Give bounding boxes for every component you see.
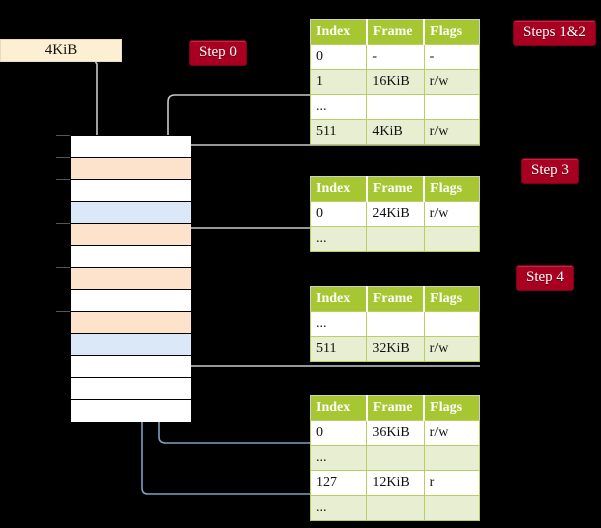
table-row: 0 24KiB r/w bbox=[309, 201, 481, 227]
col-frame: Frame bbox=[366, 19, 426, 45]
memory-frame-0 bbox=[71, 136, 191, 158]
table-row: ... bbox=[309, 445, 481, 471]
cell-frame: 32KiB bbox=[366, 336, 425, 362]
memory-tick-2 bbox=[56, 179, 70, 180]
col-flags: Flags bbox=[424, 19, 480, 45]
cell-flags bbox=[423, 445, 481, 471]
table-row-highlighted: 511 4KiB r/w bbox=[309, 119, 481, 145]
memory-tick-8 bbox=[56, 311, 70, 312]
cell-frame: 36KiB bbox=[366, 420, 425, 446]
cell-flags: r/w bbox=[423, 69, 481, 95]
memory-tick-4 bbox=[56, 223, 70, 224]
col-index: Index bbox=[310, 286, 368, 312]
badge-step-0: Step 0 bbox=[189, 40, 247, 66]
cell-index: ... bbox=[309, 94, 368, 120]
memory-frame-10 bbox=[71, 356, 191, 378]
cell-frame: - bbox=[366, 44, 425, 70]
cell-flags: r/w bbox=[423, 119, 481, 145]
cell-index: 511 bbox=[309, 336, 368, 362]
memory-frame-4 bbox=[71, 224, 191, 246]
table-header-row: Index Frame Flags bbox=[310, 286, 480, 312]
cell-index: 1 bbox=[309, 69, 368, 95]
table-header-row: Index Frame Flags bbox=[310, 395, 480, 421]
cell-index: ... bbox=[309, 445, 368, 471]
cell-flags bbox=[423, 226, 481, 252]
badge-step-4: Step 4 bbox=[516, 265, 574, 291]
page-table-level-1: Index Frame Flags 0 - - 1 16KiB r/w ... bbox=[309, 19, 481, 145]
memory-tick-0 bbox=[56, 135, 70, 136]
memory-frame-8 bbox=[71, 312, 191, 334]
table-row: ... bbox=[309, 94, 481, 120]
cell-frame: 24KiB bbox=[366, 201, 425, 227]
memory-frame-2 bbox=[71, 180, 191, 202]
cell-frame bbox=[366, 445, 425, 471]
cell-flags: - bbox=[423, 44, 481, 70]
memory-frame-9 bbox=[71, 334, 191, 356]
cell-index: 0 bbox=[309, 201, 368, 227]
table-row: ... bbox=[309, 495, 481, 521]
cell-index: 127 bbox=[309, 470, 368, 496]
cell-flags: r/w bbox=[423, 420, 481, 446]
col-flags: Flags bbox=[424, 286, 480, 312]
memory-frame-3 bbox=[71, 202, 191, 224]
cell-frame: 16KiB bbox=[366, 69, 425, 95]
cell-frame: 4KiB bbox=[366, 119, 425, 145]
col-frame: Frame bbox=[366, 286, 426, 312]
table-row: 127 12KiB r bbox=[309, 470, 481, 496]
memory-tick-1 bbox=[56, 157, 70, 158]
cell-index: 0 bbox=[309, 44, 368, 70]
cell-index: ... bbox=[309, 495, 368, 521]
memory-frame-11 bbox=[71, 378, 191, 400]
col-flags: Flags bbox=[424, 395, 480, 421]
memory-frame-7 bbox=[71, 290, 191, 312]
cell-frame: 12KiB bbox=[366, 470, 425, 496]
cell-index: ... bbox=[309, 226, 368, 252]
col-index: Index bbox=[310, 395, 368, 421]
cell-index: 0 bbox=[309, 420, 368, 446]
table-row: 511 32KiB r/w bbox=[309, 336, 481, 362]
badge-step-3: Step 3 bbox=[521, 158, 579, 184]
cell-frame bbox=[366, 495, 425, 521]
memory-frame-1 bbox=[71, 158, 191, 180]
col-frame: Frame bbox=[366, 395, 426, 421]
table-header-row: Index Frame Flags bbox=[310, 19, 480, 45]
badge-steps-1-2: Steps 1&2 bbox=[513, 20, 596, 46]
cell-flags bbox=[423, 311, 481, 337]
table-row: ... bbox=[309, 226, 481, 252]
source-frame-box: 4KiB bbox=[0, 39, 122, 62]
table-row: 0 - - bbox=[309, 44, 481, 70]
page-table-level-2: Index Frame Flags 0 24KiB r/w ... bbox=[309, 176, 481, 252]
memory-frame-6 bbox=[71, 268, 191, 290]
table-row: 1 16KiB r/w bbox=[309, 69, 481, 95]
page-table-level-4: Index Frame Flags 0 36KiB r/w ... 127 12… bbox=[309, 395, 481, 521]
cell-flags bbox=[423, 495, 481, 521]
col-frame: Frame bbox=[366, 176, 426, 202]
cell-frame bbox=[366, 311, 425, 337]
table-header-row: Index Frame Flags bbox=[310, 176, 480, 202]
col-index: Index bbox=[310, 19, 368, 45]
memory-frame-5 bbox=[71, 246, 191, 268]
cell-index: 511 bbox=[309, 119, 368, 145]
cell-frame bbox=[366, 226, 425, 252]
page-table-level-3: Index Frame Flags ... 511 32KiB r/w bbox=[309, 286, 481, 362]
table-row: ... bbox=[309, 311, 481, 337]
cell-index: ... bbox=[309, 311, 368, 337]
cell-frame bbox=[366, 94, 425, 120]
col-index: Index bbox=[310, 176, 368, 202]
cell-flags: r bbox=[423, 470, 481, 496]
memory-frame-12 bbox=[71, 400, 191, 422]
physical-memory-column bbox=[70, 135, 191, 422]
cell-flags: r/w bbox=[423, 336, 481, 362]
memory-tick-6 bbox=[56, 267, 70, 268]
table-row: 0 36KiB r/w bbox=[309, 420, 481, 446]
cell-flags bbox=[423, 94, 481, 120]
col-flags: Flags bbox=[424, 176, 480, 202]
cell-flags: r/w bbox=[423, 201, 481, 227]
